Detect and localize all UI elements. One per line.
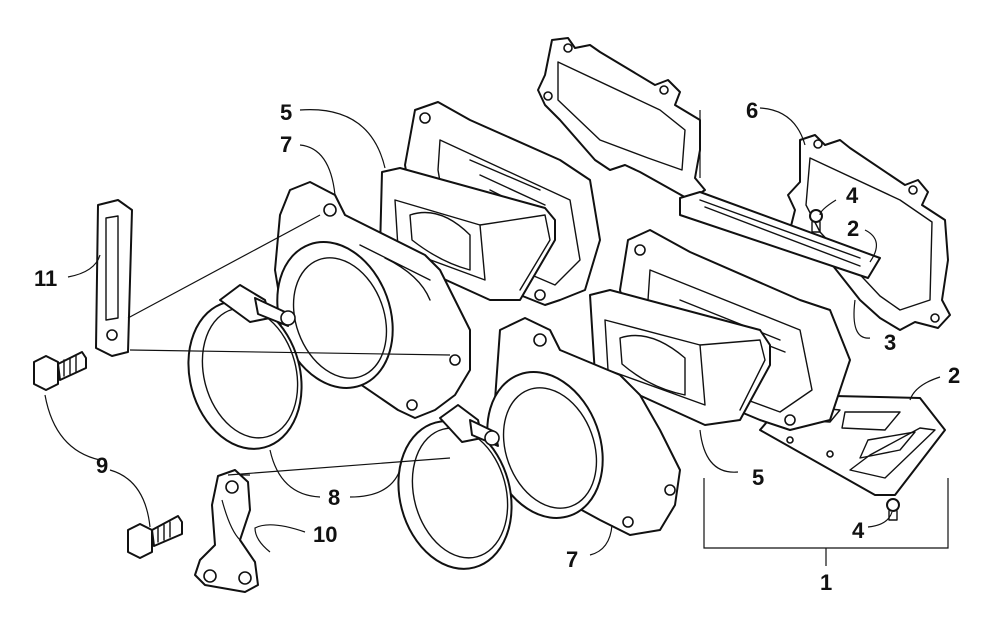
callout-8: 8: [328, 485, 340, 510]
bolt-lower: [127, 515, 183, 559]
callout-4-upper: 4: [846, 183, 859, 208]
callout-11: 11: [34, 266, 57, 291]
callout-2-upper: 2: [847, 216, 859, 241]
intake-flange-lower: [486, 317, 681, 536]
gasket-upper: [537, 37, 706, 201]
callout-5-lower: 5: [752, 465, 764, 490]
screw-lower: [886, 498, 900, 521]
callout-2-lower: 2: [948, 363, 960, 388]
bolt-upper: [33, 351, 87, 391]
intake-flange-upper: [274, 181, 471, 419]
callout-5-upper: 5: [280, 100, 292, 125]
callout-6: 6: [746, 98, 758, 123]
screw-upper: [809, 209, 823, 233]
hose-clamp-upper: [187, 284, 303, 450]
callout-3: 3: [884, 330, 896, 355]
mounting-plate: [95, 199, 133, 357]
bracket: [194, 469, 259, 593]
hose-clamp-lower: [397, 404, 513, 570]
callout-10: 10: [313, 522, 337, 547]
callout-1: 1: [820, 570, 832, 595]
callout-4-lower: 4: [852, 518, 865, 543]
callout-9: 9: [96, 453, 108, 478]
reed-petal-upper: [679, 191, 881, 279]
callout-7-lower: 7: [566, 547, 578, 572]
callout-7-upper: 7: [280, 132, 292, 157]
callouts: 5 7 11 9 8 10 7 5 6 4 2 3 2 4 1: [34, 98, 960, 595]
leader-lines: [44, 107, 949, 566]
